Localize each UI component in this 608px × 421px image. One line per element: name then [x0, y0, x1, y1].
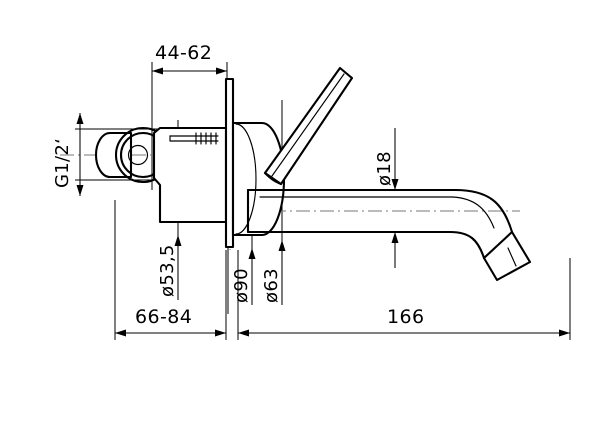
dim-44-62: 44-62 [152, 42, 227, 75]
dim-label-d53-5: ø53,5 [157, 244, 178, 297]
dim-g12: G1/2‘ [52, 113, 84, 196]
dim-label-66-84: 66-84 [135, 306, 192, 328]
dim-d63: ø63 [261, 240, 286, 305]
valve-body [152, 126, 228, 224]
spout-tube [246, 188, 532, 282]
dim-label-166: 166 [387, 306, 424, 328]
dim-label-d18: ø18 [374, 151, 395, 186]
dim-66-84: 66-84 [115, 306, 226, 337]
dim-d53-5: ø53,5 [157, 235, 182, 300]
dim-label-44-62: 44-62 [155, 42, 212, 64]
lever-handle [263, 66, 354, 186]
dim-d18: ø18 [374, 128, 399, 268]
dim-label-d90: ø90 [231, 268, 252, 303]
dim-166: 166 [238, 306, 570, 337]
dim-label-g12: G1/2‘ [52, 138, 73, 188]
dim-d90: ø90 [231, 248, 256, 305]
dim-label-d63: ø63 [261, 268, 282, 303]
